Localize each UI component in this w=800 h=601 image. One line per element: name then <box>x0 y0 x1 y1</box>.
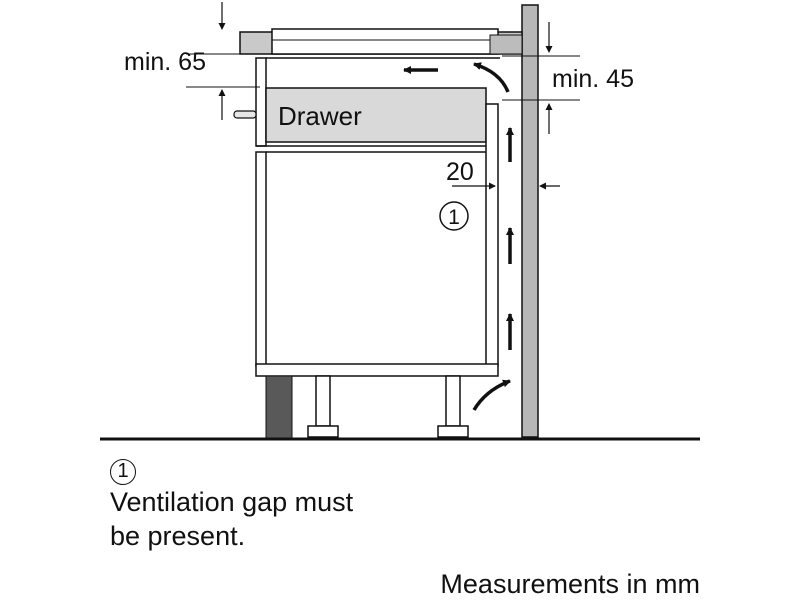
dimension-gap-20-label: 20 <box>446 158 474 186</box>
cabinet-base <box>255 363 499 377</box>
hob-glass <box>271 28 499 55</box>
cabinet-front-top <box>255 57 267 147</box>
drawer-knob <box>233 110 257 119</box>
cabinet-back-panel <box>485 103 499 367</box>
airflow-curved-arrow-bottom <box>472 379 511 411</box>
dimension-min-45 <box>502 22 580 134</box>
legend-line-2: be present. <box>110 521 246 551</box>
leg-right <box>437 375 469 438</box>
dimension-min-65 <box>186 2 260 120</box>
airflow-arrows <box>403 62 514 411</box>
wall <box>521 4 539 438</box>
leg-left <box>307 375 339 438</box>
legend-number: 1 <box>117 460 129 482</box>
measurements-note: Measurements in mm <box>440 569 700 599</box>
legend-number-circle: 1 <box>110 459 136 485</box>
cabinet-door <box>255 151 267 367</box>
dimension-min-65-label: min. 65 <box>124 48 206 76</box>
dimension-min-45-label: min. 45 <box>552 65 634 93</box>
drawer-label: Drawer <box>278 101 362 131</box>
plinth <box>265 375 293 439</box>
callout-number: 1 <box>448 206 460 229</box>
legend-line-1: Ventilation gap must <box>110 487 354 517</box>
airflow-curved-arrow-top <box>473 62 510 93</box>
callout-circle <box>439 201 469 231</box>
hob-side-block <box>489 34 523 55</box>
